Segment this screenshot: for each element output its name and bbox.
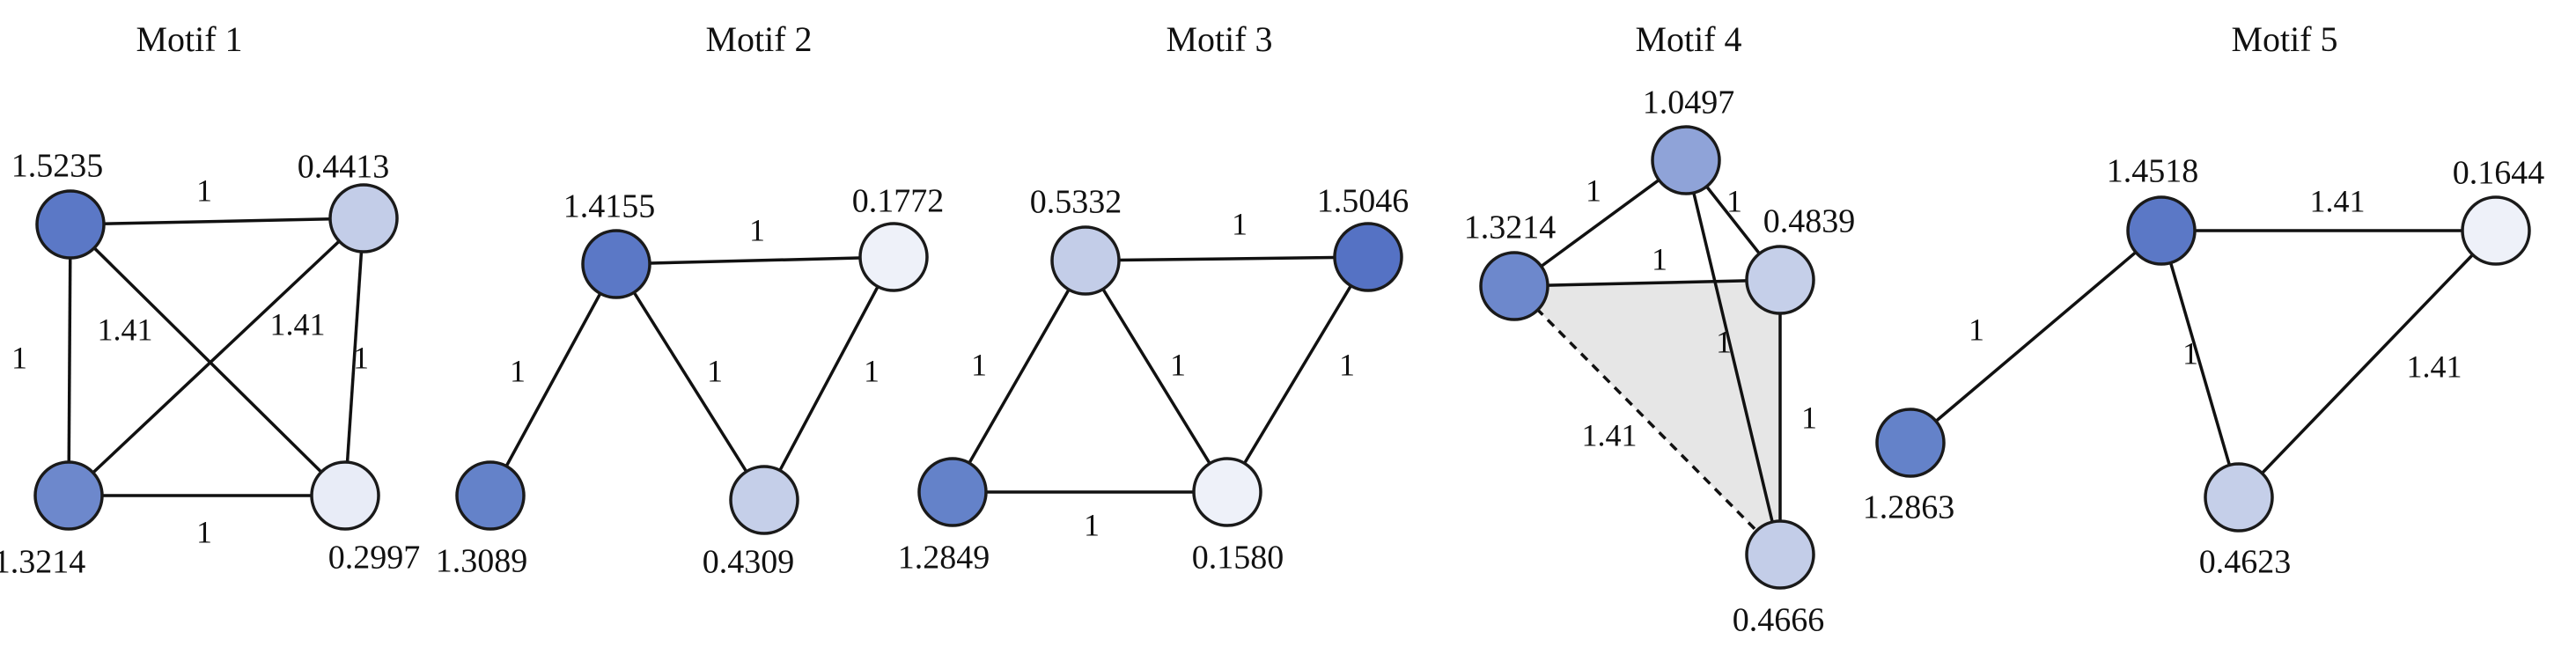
edge-weight-label: 1 xyxy=(749,212,765,247)
node-value-label: 0.1644 xyxy=(2453,155,2545,192)
node-value-label: 0.4309 xyxy=(703,544,795,581)
node-circle xyxy=(858,222,929,292)
node-circle xyxy=(1050,225,1121,296)
edge xyxy=(951,260,1087,493)
edge-weight-label: 1 xyxy=(196,173,212,208)
node-value-label: 1.5235 xyxy=(11,148,104,185)
edge xyxy=(615,263,766,501)
edge xyxy=(1909,229,2163,445)
node-circle xyxy=(2461,195,2531,266)
edge xyxy=(343,217,365,496)
node-value-label: 0.4413 xyxy=(298,149,390,186)
motif-title: Motif 5 xyxy=(2231,19,2337,59)
edge xyxy=(70,217,364,226)
edge-weight-label: 1 xyxy=(2182,335,2198,371)
node-value-label: 0.1772 xyxy=(852,183,945,220)
edge xyxy=(1225,256,1370,493)
node-circle xyxy=(33,460,104,531)
edge xyxy=(67,224,72,496)
edge-weight-label: 1.41 xyxy=(2407,349,2462,384)
edge xyxy=(1684,159,1782,555)
edge xyxy=(1513,278,1781,288)
node-circle xyxy=(2204,462,2274,533)
node-value-label: 0.4666 xyxy=(1733,602,1825,639)
edge-weight-label: 1 xyxy=(1339,347,1355,382)
node-value-label: 1.2863 xyxy=(1863,489,1955,526)
edge xyxy=(762,256,895,501)
motif-title: Motif 2 xyxy=(705,19,812,59)
node-value-label: 0.4839 xyxy=(1763,203,1856,240)
node-value-label: 1.3089 xyxy=(436,543,528,580)
node-value-label: 1.4155 xyxy=(563,188,656,225)
nodes-layer xyxy=(33,125,2531,590)
edge-weight-label: 1.41 xyxy=(2310,183,2366,218)
edge-weight-label: 1 xyxy=(510,353,526,388)
node-circle xyxy=(1333,222,1403,292)
node-circle xyxy=(729,465,799,535)
shaded-triangle xyxy=(1514,280,1780,555)
edge-weight-label: 1 xyxy=(11,340,27,375)
node-value-label: 1.5046 xyxy=(1317,183,1409,220)
node-circle xyxy=(35,189,106,260)
edge xyxy=(1084,260,1229,493)
node-circle xyxy=(581,229,651,299)
node-circle xyxy=(455,460,526,531)
edge-weight-label: 1 xyxy=(1801,400,1817,435)
edge-weight-label: 1 xyxy=(1652,241,1667,276)
node-value-label: 0.5332 xyxy=(1030,184,1122,221)
node-value-label: 1.4518 xyxy=(2107,153,2199,190)
node-circle xyxy=(1651,125,1721,195)
edges-layer xyxy=(67,158,2498,556)
node-circle xyxy=(310,460,380,531)
edge-weight-label: 1.41 xyxy=(270,306,326,342)
edge xyxy=(2237,229,2498,499)
node-value-label: 1.3214 xyxy=(1464,209,1557,246)
edge-weight-label: 1 xyxy=(971,347,987,382)
edge-weight-label: 1 xyxy=(196,514,212,549)
edge xyxy=(1085,255,1369,262)
node-value-label: 1.3214 xyxy=(0,544,85,581)
edge-weight-label: 1.41 xyxy=(1582,417,1638,452)
node-value-label: 0.2997 xyxy=(328,540,421,577)
edge-weight-label: 1 xyxy=(1726,183,1742,218)
edge-weight-label: 1 xyxy=(1716,324,1732,359)
labels-layer: Motif 1 1 1 1 1 1.41 1.41 1.5235 0.4413 1.3214 0.2… xyxy=(0,19,2544,639)
node-circle xyxy=(328,183,399,254)
node-value-label: 0.4623 xyxy=(2199,544,2292,581)
edge-weight-label: 1 xyxy=(1232,206,1248,241)
motif-title: Motif 3 xyxy=(1166,19,1272,59)
edge xyxy=(67,217,365,497)
node-circle xyxy=(1745,245,1815,315)
shaded-faces xyxy=(1514,280,1780,555)
edge-weight-label: 1 xyxy=(1586,173,1601,208)
motif-title: Motif 1 xyxy=(136,19,242,59)
node-circle xyxy=(917,457,988,527)
node-circle xyxy=(1875,408,1946,478)
edge-weight-label: 1 xyxy=(1084,507,1100,542)
node-circle xyxy=(2126,195,2197,266)
edge-weight-label: 1 xyxy=(707,353,723,388)
edge xyxy=(2160,230,2241,498)
node-value-label: 1.2849 xyxy=(898,540,990,577)
edge xyxy=(615,255,894,266)
edge xyxy=(1512,158,1688,288)
node-value-label: 0.1580 xyxy=(1192,540,1284,577)
node-circle xyxy=(1192,457,1262,527)
edge xyxy=(489,263,618,496)
edge-weight-label: 1 xyxy=(1170,347,1186,382)
edge xyxy=(69,223,347,497)
edge-weight-label: 1 xyxy=(1969,312,1984,347)
motif-title: Motif 4 xyxy=(1635,19,1741,59)
node-value-label: 1.0497 xyxy=(1643,85,1735,121)
node-circle xyxy=(1745,519,1815,590)
edge-weight-label: 1 xyxy=(864,353,880,388)
edge-weight-label: 1 xyxy=(353,340,369,375)
edge-weight-label: 1.41 xyxy=(98,312,153,347)
node-circle xyxy=(1479,251,1549,321)
